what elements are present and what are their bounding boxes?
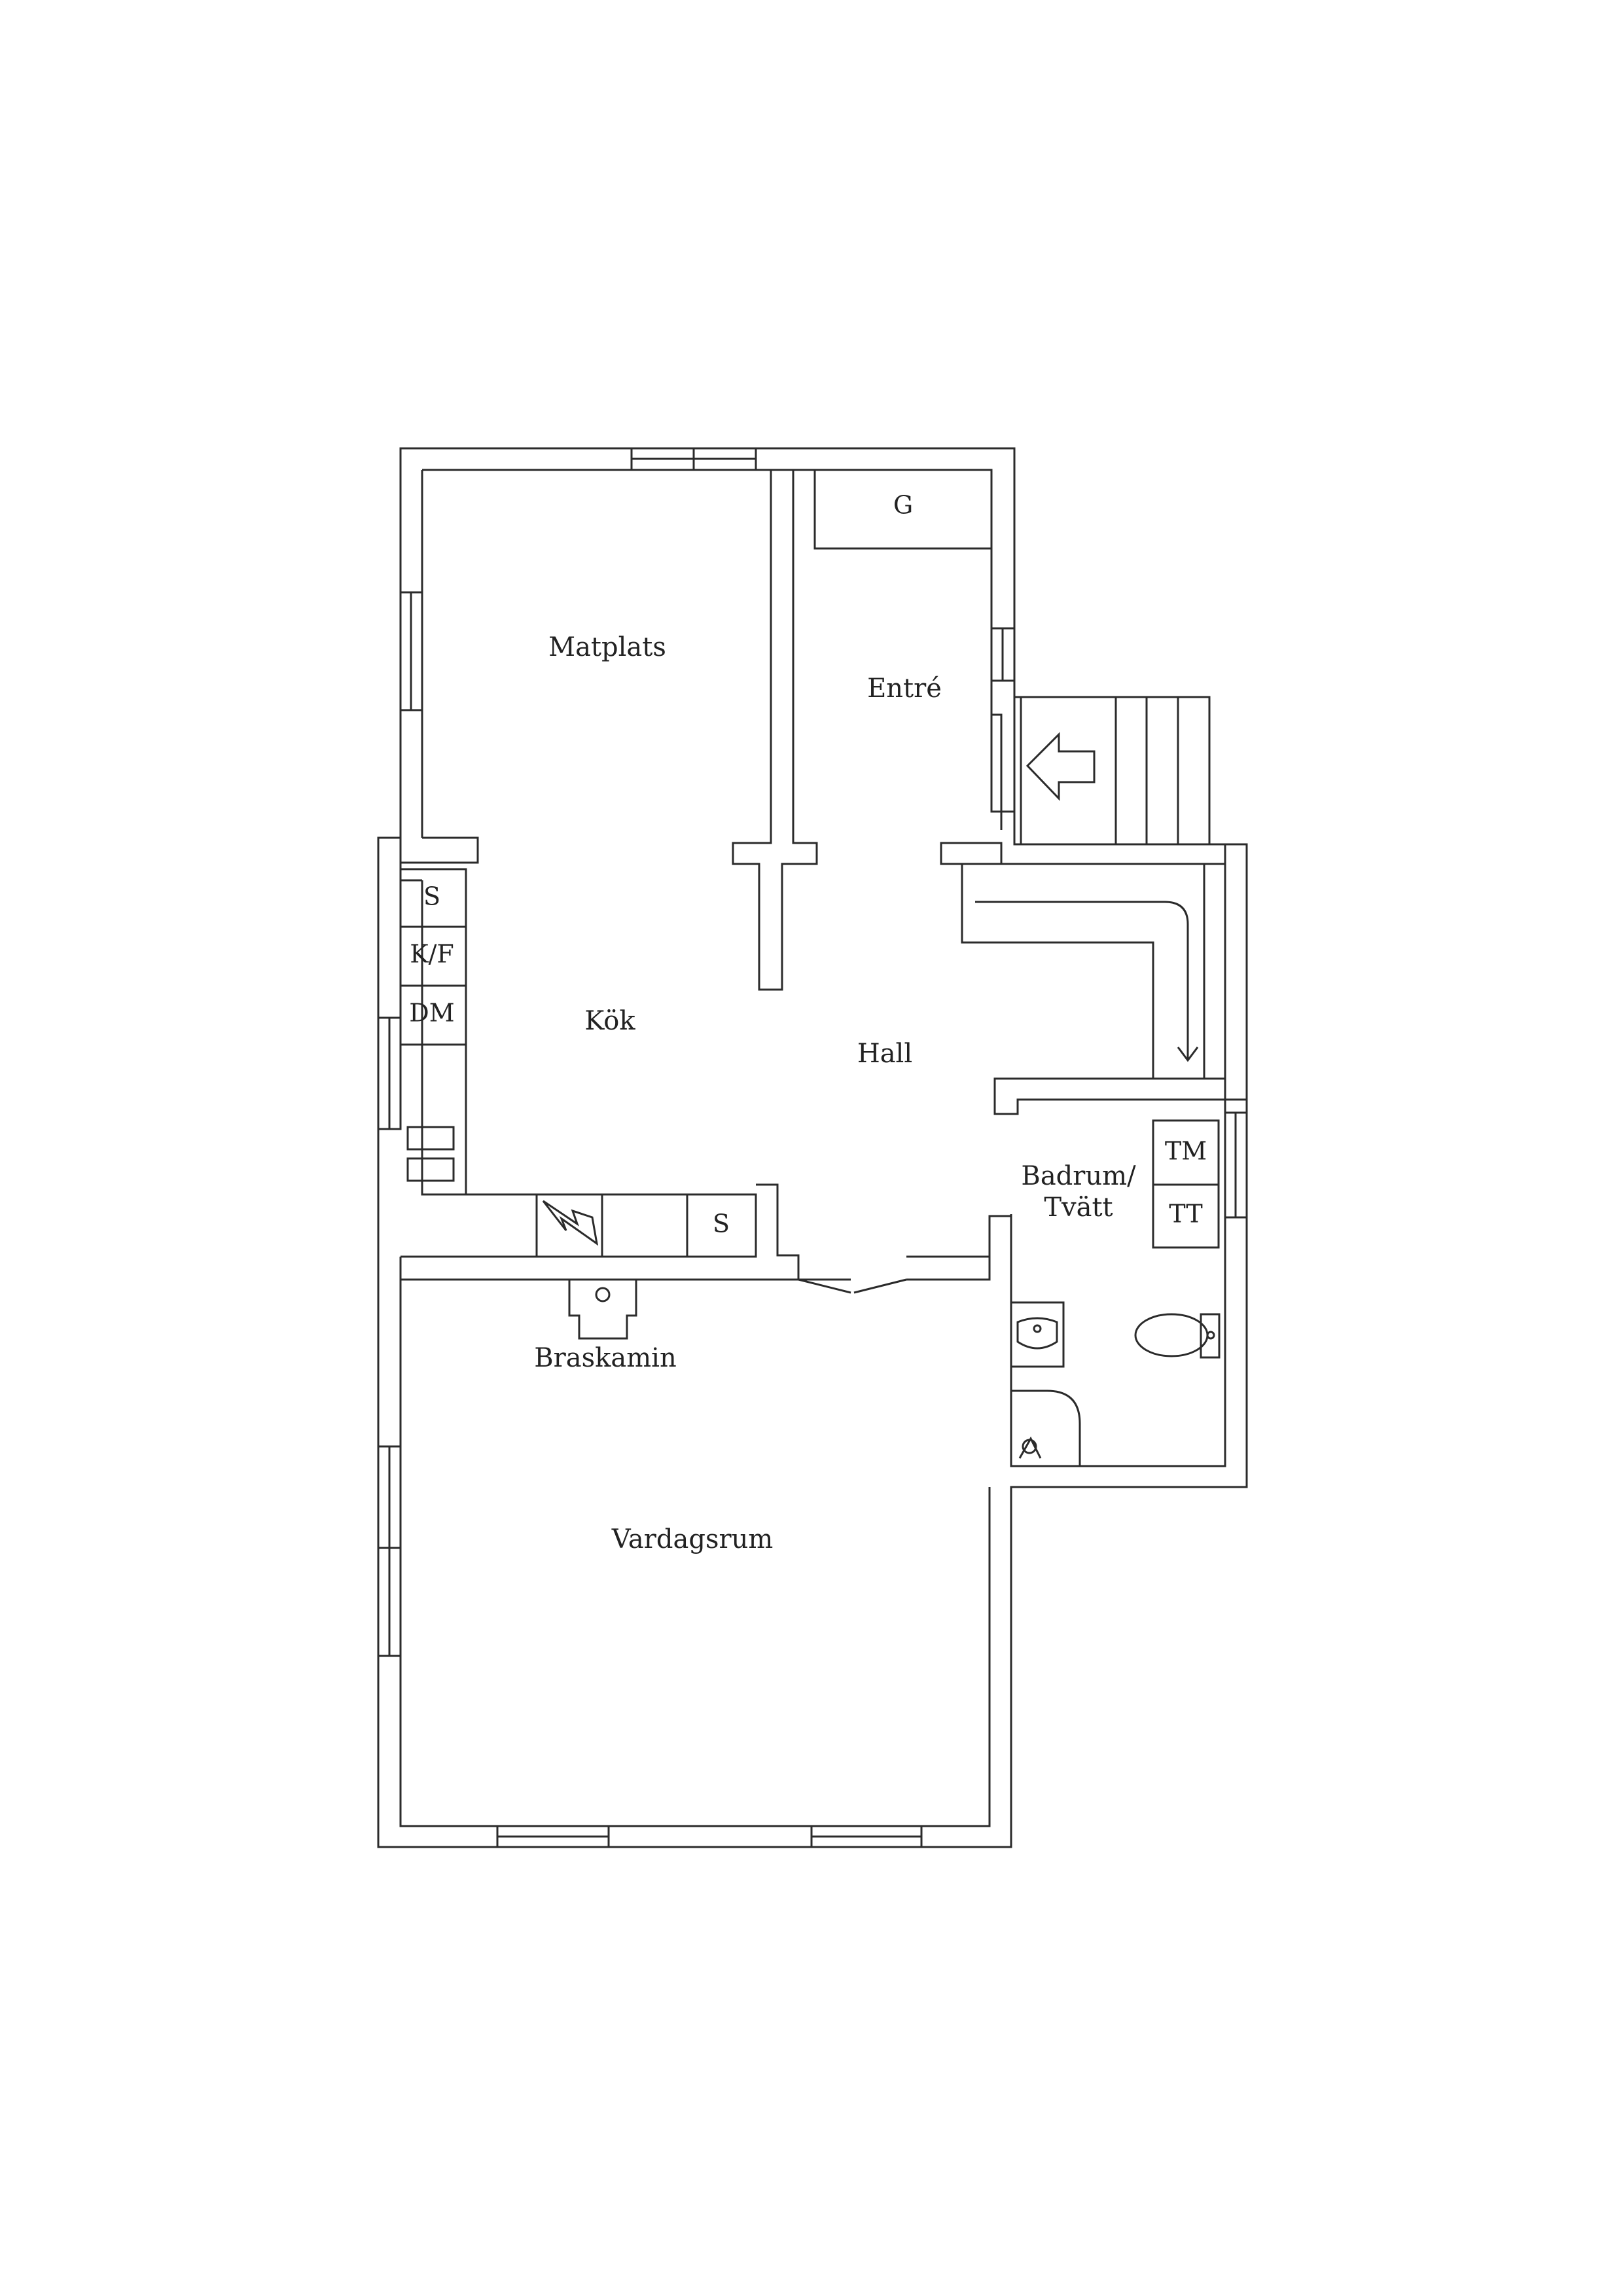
fixture-label-dm: DM	[409, 999, 454, 1028]
room-labels: Matplats Entré Kök Hall Badrum/ Tvätt Br…	[534, 632, 1136, 1554]
fixture-label-kf: K/F	[410, 940, 454, 969]
fixtures	[399, 469, 1221, 1466]
sink-icon	[1010, 1301, 1065, 1368]
entry-arrow-icon	[1026, 732, 1096, 801]
room-label-hall: Hall	[857, 1039, 912, 1069]
shower-icon	[1011, 1390, 1081, 1466]
fixture-label-tt: TT	[1169, 1200, 1202, 1229]
fixture-label-g: G	[893, 491, 913, 520]
room-label-vardagsrum: Vardagsrum	[611, 1524, 774, 1554]
lightning-icon	[542, 1200, 599, 1246]
windows	[377, 447, 1248, 1848]
fixture-label-tm: TM	[1165, 1137, 1207, 1166]
fixture-label-s-bottom: S	[713, 1210, 730, 1238]
room-label-braskamin: Braskamin	[534, 1343, 676, 1373]
entrance-stairs	[1013, 696, 1211, 846]
outer-walls	[377, 447, 1248, 1848]
room-label-entre: Entré	[867, 673, 942, 704]
interior-walls	[399, 470, 1226, 1281]
interior-stair-arrow-icon	[975, 901, 1199, 1062]
fireplace-icon	[568, 1280, 637, 1340]
room-label-badrum: Badrum/	[1021, 1161, 1136, 1191]
room-label-tvatt: Tvätt	[1044, 1193, 1113, 1223]
double-door	[798, 1278, 907, 1294]
room-label-kok: Kök	[584, 1006, 635, 1036]
fixture-labels: G S K/F DM S TM TT	[409, 491, 1207, 1238]
fixture-label-s-top: S	[423, 882, 440, 911]
toilet-icon	[1134, 1313, 1221, 1359]
room-label-matplats: Matplats	[548, 632, 666, 662]
